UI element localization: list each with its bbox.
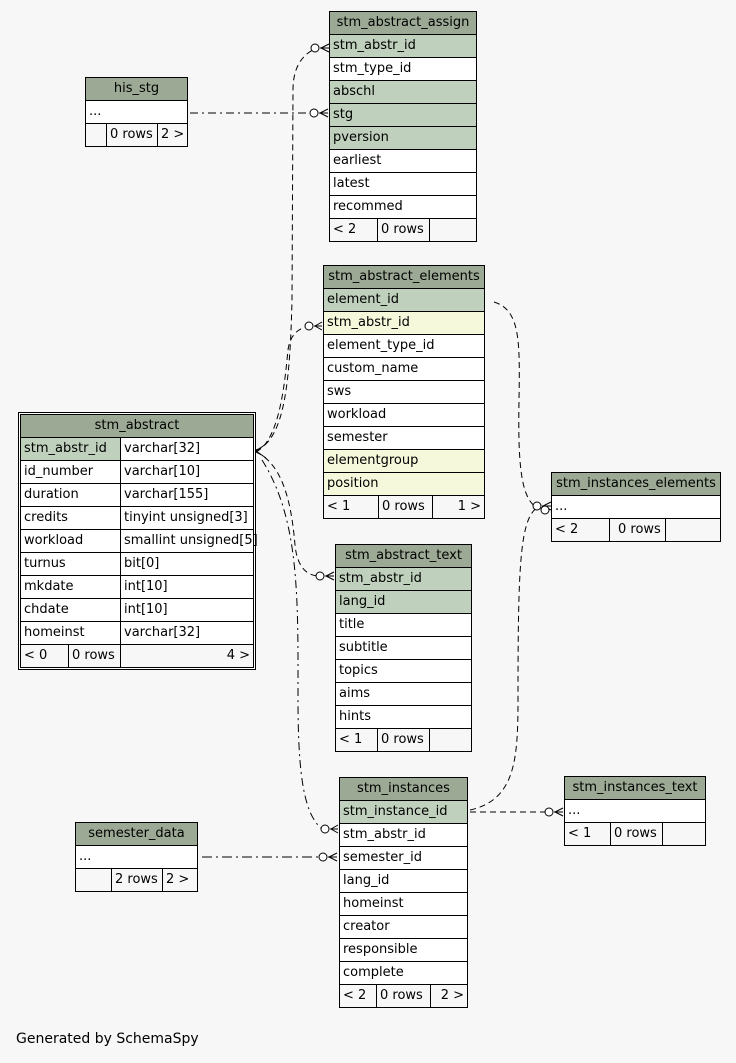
table-footer: < 2 0 rows	[552, 519, 720, 541]
table-row: responsible	[340, 939, 467, 962]
table-footer: 2 rows 2 >	[76, 869, 197, 891]
table-footer: < 1 0 rows	[565, 823, 705, 845]
relation-elements-to-instances-elements	[493, 301, 539, 509]
table-semester-data[interactable]: semester_data ... 2 rows 2 >	[75, 822, 198, 892]
table-title: stm_abstract_elements	[324, 266, 484, 289]
many-marker	[318, 852, 338, 862]
table-row: sws	[324, 381, 484, 404]
many-marker	[309, 108, 329, 118]
table-row: stg	[330, 104, 476, 127]
table-row: stm_abstr_id	[340, 824, 467, 847]
table-row: stm_abstr_id	[324, 312, 484, 335]
table-stm-instances-elements[interactable]: stm_instances_elements ... < 2 0 rows	[551, 472, 721, 542]
relation-instances-to-instances-elements	[469, 505, 541, 811]
table-title: stm_instances	[340, 778, 467, 801]
table-row: elementgroup	[324, 450, 484, 473]
table-stm-abstract-text[interactable]: stm_abstract_text stm_abstr_id lang_id t…	[335, 544, 472, 752]
table-row: ...	[552, 496, 720, 519]
table-row: topics	[336, 660, 471, 683]
table-his-stg[interactable]: his_stg ... 0 rows 2 >	[85, 77, 188, 147]
table-row: title	[336, 614, 471, 637]
relation-abstract-to-elements	[255, 325, 311, 453]
table-row: ...	[86, 101, 187, 124]
generated-by-label: Generated by SchemaSpy	[16, 1031, 199, 1047]
table-row: turnus bit[0]	[21, 553, 253, 576]
table-row: stm_abstr_id	[336, 568, 471, 591]
table-row: stm_abstr_id varchar[32]	[21, 438, 253, 461]
table-row: mkdate int[10]	[21, 576, 253, 599]
table-row: abschl	[330, 81, 476, 104]
table-row: id_number varchar[10]	[21, 461, 253, 484]
table-row: custom_name	[324, 358, 484, 381]
table-stm-abstract[interactable]: stm_abstract stm_abstr_id varchar[32] id…	[18, 412, 258, 670]
many-marker	[310, 43, 330, 53]
table-title: stm_instances_text	[565, 777, 705, 800]
table-row: complete	[340, 962, 467, 985]
table-row: workload	[324, 404, 484, 427]
table-row: recommed	[330, 196, 476, 219]
table-row: homeinst varchar[32]	[21, 622, 253, 645]
table-row: element_type_id	[324, 335, 484, 358]
table-row: ...	[76, 846, 197, 869]
many-marker	[315, 571, 335, 581]
table-row: position	[324, 473, 484, 496]
table-row: stm_type_id	[330, 58, 476, 81]
table-row: lang_id	[340, 870, 467, 893]
table-row: subtitle	[336, 637, 471, 660]
table-row: lang_id	[336, 591, 471, 614]
table-footer: < 0 0 rows 4 >	[21, 645, 253, 667]
table-title: stm_abstract_assign	[330, 12, 476, 35]
many-marker	[304, 321, 323, 331]
table-stm-abstract-elements[interactable]: stm_abstract_elements element_id stm_abs…	[323, 265, 485, 519]
table-row: semester_id	[340, 847, 467, 870]
table-footer: < 2 0 rows 2 >	[340, 985, 467, 1007]
table-row: credits tinyint unsigned[3]	[21, 507, 253, 530]
table-row: stm_abstr_id	[330, 35, 476, 58]
table-row: ...	[565, 800, 705, 823]
table-row: semester	[324, 427, 484, 450]
relation-abstract-to-assign	[255, 47, 318, 451]
table-row: latest	[330, 173, 476, 196]
table-title: semester_data	[76, 823, 197, 846]
table-row: hints	[336, 706, 471, 729]
table-footer: < 2 0 rows	[330, 219, 476, 241]
table-title: stm_instances_elements	[552, 473, 720, 496]
many-marker	[544, 807, 564, 817]
table-row: element_id	[324, 289, 484, 312]
many-marker	[540, 505, 550, 515]
table-row: creator	[340, 916, 467, 939]
table-footer: < 1 0 rows 1 >	[324, 496, 484, 518]
table-row: pversion	[330, 127, 476, 150]
table-row: homeinst	[340, 893, 467, 916]
table-title: stm_abstract	[21, 415, 253, 438]
table-row: stm_instance_id	[340, 801, 467, 824]
relation-abstract-to-instances	[261, 459, 323, 830]
table-row: duration varchar[155]	[21, 484, 253, 507]
table-stm-instances-text[interactable]: stm_instances_text ... < 1 0 rows	[564, 776, 706, 846]
many-marker	[320, 824, 339, 834]
relation-abstract-to-text	[255, 451, 319, 577]
table-row: aims	[336, 683, 471, 706]
one-marker	[255, 443, 267, 459]
table-stm-abstract-assign[interactable]: stm_abstract_assign stm_abstr_id stm_typ…	[329, 11, 477, 242]
table-title: his_stg	[86, 78, 187, 101]
table-row: chdate int[10]	[21, 599, 253, 622]
table-row: workload smallint unsigned[5]	[21, 530, 258, 553]
table-row: earliest	[330, 150, 476, 173]
table-title: stm_abstract_text	[336, 545, 471, 568]
table-stm-instances[interactable]: stm_instances stm_instance_id stm_abstr_…	[339, 777, 468, 1008]
table-footer: < 1 0 rows	[336, 729, 471, 751]
table-footer: 0 rows 2 >	[86, 124, 187, 146]
